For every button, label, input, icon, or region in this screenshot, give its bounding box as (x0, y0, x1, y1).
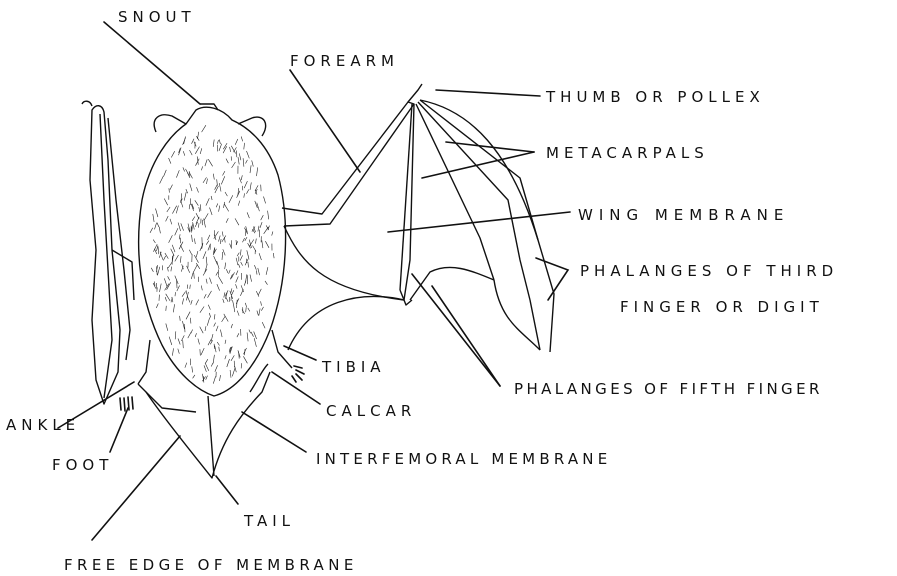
label-metacarpals: METACARPALS (546, 144, 709, 162)
label-free-edge: FREE EDGE OF MEMBRANE (64, 556, 358, 574)
free-edge-leader-line (92, 436, 180, 540)
label-wing-membrane: WING MEMBRANE (578, 206, 789, 224)
wing-membrane-leader-line (388, 212, 570, 232)
bat-body (139, 104, 286, 396)
forearm-leader-line (290, 70, 360, 172)
folded-left-wing (82, 101, 134, 404)
tibia-leader-line (284, 346, 316, 360)
foot-leader-line (110, 408, 128, 452)
label-ankle: ANKLE (6, 416, 80, 434)
label-foot: FOOT (52, 456, 113, 474)
interfemoral-leader-line (242, 412, 306, 452)
metacarpals-leader-line-1 (422, 152, 534, 178)
bat-illustration (82, 84, 554, 478)
label-phalanges-third-line2: FINGER OR DIGIT (620, 298, 824, 316)
label-calcar: CALCAR (326, 402, 416, 420)
label-thumb: THUMB OR POLLEX (545, 88, 765, 106)
label-phalanges-fifth: PHALANGES OF FIFTH FINGER (514, 380, 823, 398)
label-phalanges-third-line1: PHALANGES OF THIRD (580, 262, 838, 280)
snout-leader-line (104, 22, 200, 104)
phalanges-fifth-leader-line-1 (412, 274, 500, 386)
label-interfemoral-membrane: INTERFEMORAL MEMBRANE (316, 450, 611, 468)
label-tibia: TIBIA (321, 358, 386, 376)
body-fur-texture (150, 125, 274, 383)
phalanges-third-bracket (536, 258, 568, 300)
label-forearm: FOREARM (290, 52, 399, 70)
label-snout: SNOUT (118, 8, 196, 26)
thumb-leader-line (436, 90, 540, 96)
tail-leader-line (216, 476, 238, 504)
labels: SNOUT FOREARM THUMB OR POLLEX METACARPAL… (6, 8, 838, 574)
phalanges-fifth-leader-line-2 (432, 286, 500, 386)
interfemoral-membrane (146, 372, 270, 478)
label-tail: TAIL (243, 512, 295, 530)
right-leg (250, 330, 304, 392)
calcar-leader-line (272, 372, 320, 404)
